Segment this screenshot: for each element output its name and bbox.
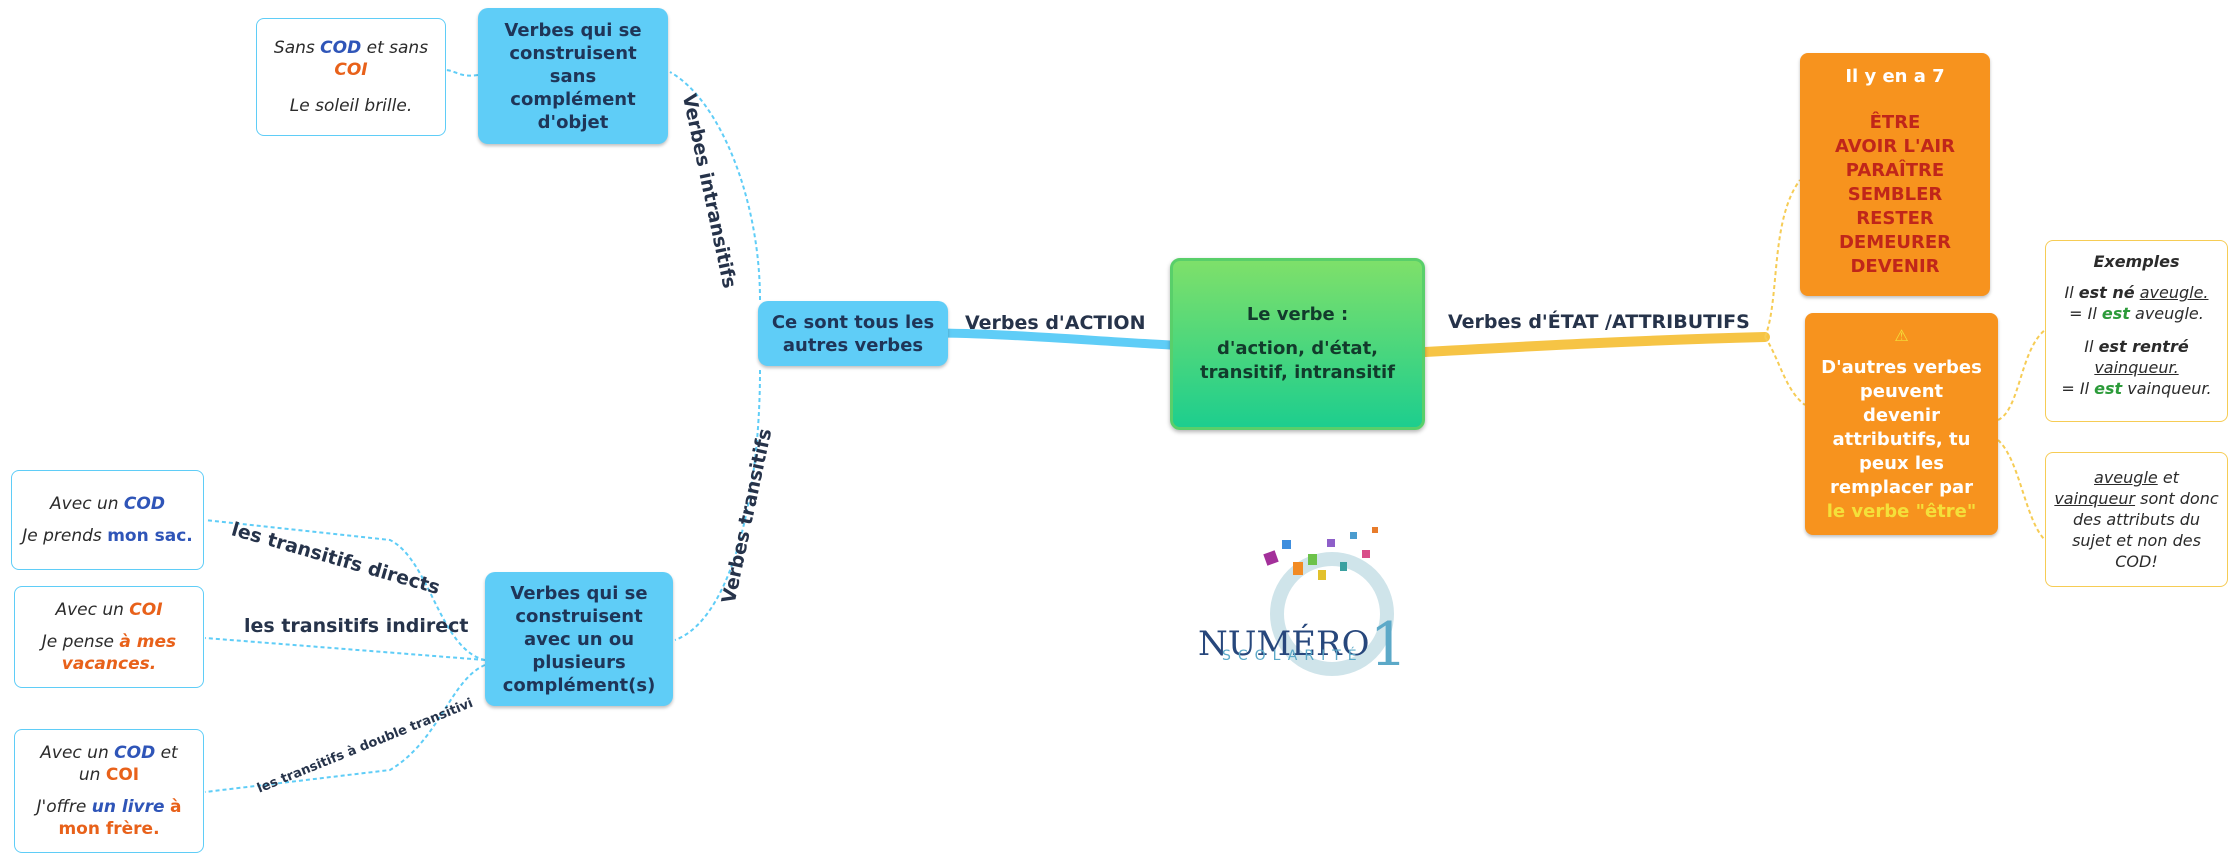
link-exemples xyxy=(1997,329,2046,421)
callout-transitif-indirect: Avec un COI Je pense à mes vacances. xyxy=(14,586,204,688)
callout-intransitif: Sans COD et sans COI Le soleil brille. xyxy=(256,18,446,136)
link-intrans-callout xyxy=(444,69,479,77)
link-conclusion xyxy=(1997,439,2046,541)
warning-icon: ⚠ xyxy=(1894,326,1909,345)
node-tous-autres-text: Ce sont tous les autres verbes xyxy=(771,311,935,356)
central-line2: d'action, d'état, xyxy=(1216,338,1379,359)
node-tous-autres-verbes[interactable]: Ce sont tous les autres verbes xyxy=(758,301,948,366)
link-indirect xyxy=(204,637,486,661)
node-verbes-etat-liste[interactable]: Il y en a 7 ÊTRE AVOIR L'AIR PARAÎTRE SE… xyxy=(1800,53,1990,296)
liste-item-7: DEVENIR xyxy=(1850,256,1940,277)
liste-item-5: RESTER xyxy=(1856,208,1934,229)
node-sans-complement-text: Verbes qui se construisent sans compléme… xyxy=(504,19,642,133)
label-verbes-action: Verbes d'ACTION xyxy=(965,312,1146,334)
link-etat-top xyxy=(1764,179,1801,338)
link-directs xyxy=(204,519,486,661)
link-transitifs xyxy=(674,369,761,641)
link-etat-bottom xyxy=(1764,336,1806,406)
autres-verbes-text: D'autres verbes peuvent devenir attribut… xyxy=(1821,357,1982,498)
le-verbe-etre: le verbe "être" xyxy=(1826,501,1977,522)
central-node[interactable]: Le verbe : d'action, d'état, transitif, … xyxy=(1170,258,1425,430)
central-line3: transitif, intransitif xyxy=(1200,362,1395,383)
liste-item-4: SEMBLER xyxy=(1847,184,1943,205)
link-etat xyxy=(1420,332,1770,357)
label-verbes-etat: Verbes d'ÉTAT /ATTRIBUTIFS xyxy=(1448,311,1750,333)
liste-title: Il y en a 7 xyxy=(1845,66,1945,87)
logo-graphic xyxy=(1263,527,1394,676)
callout-transitif-direct: Avec un COD Je prends mon sac. xyxy=(11,470,204,570)
liste-item-2: AVOIR L'AIR xyxy=(1835,136,1955,157)
liste-item-1: ÊTRE xyxy=(1869,112,1921,133)
liste-item-3: PARAÎTRE xyxy=(1845,160,1945,181)
callout-double-transitivite: Avec un COD et un COI J'offre un livre à… xyxy=(14,729,204,853)
logo-wordmark: NUMÉRO1 xyxy=(1198,610,1408,680)
node-sans-complement[interactable]: Verbes qui se construisent sans compléme… xyxy=(478,8,668,144)
callout-conclusion: aveugle et vainqueur sont donc des attri… xyxy=(2045,452,2228,587)
link-intransitifs xyxy=(669,71,761,301)
node-autres-verbes[interactable]: ⚠ D'autres verbes peuvent devenir attrib… xyxy=(1805,313,1998,535)
logo-tagline: SCOLARITÉ xyxy=(1222,648,1364,664)
numero1-logo: NUMÉRO1 SCOLARITÉ xyxy=(1190,492,1420,692)
link-double xyxy=(204,664,486,793)
callout-exemples: Exemples Il est né aveugle. = Il est ave… xyxy=(2045,240,2228,422)
central-line1: Le verbe : xyxy=(1246,304,1349,325)
link-action xyxy=(925,328,1175,350)
label-transitifs-indirect: les transitifs indirect xyxy=(244,615,469,637)
liste-item-6: DEMEURER xyxy=(1838,232,1952,253)
node-avec-complements[interactable]: Verbes qui se construisent avec un ou pl… xyxy=(485,572,673,706)
node-avec-complements-text: Verbes qui se construisent avec un ou pl… xyxy=(502,582,656,696)
